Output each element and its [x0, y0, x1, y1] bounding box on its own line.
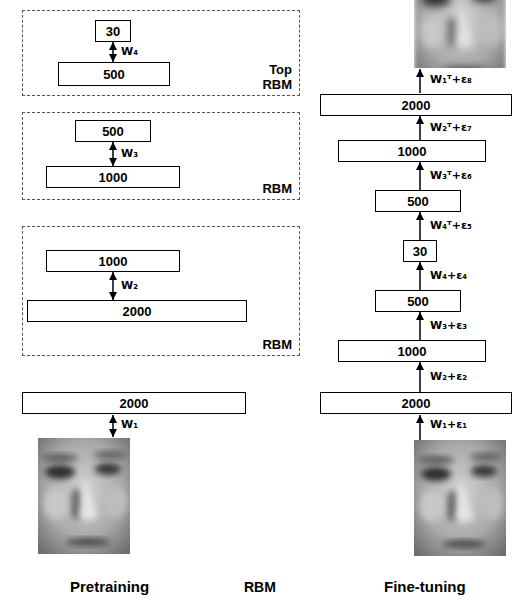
weight-label: W₂+ε₂ [430, 370, 467, 384]
weight-arrow [419, 69, 421, 93]
layer-box: 500 [375, 290, 461, 312]
layer-size: 2000 [402, 396, 431, 411]
layer-size: 500 [102, 124, 124, 139]
layer-size: 1000 [99, 170, 128, 185]
weight-arrow [112, 415, 114, 437]
face-image [414, 440, 506, 556]
layer-box: 500 [58, 62, 170, 86]
layer-size: 30 [413, 244, 427, 259]
weight-label: W₃ᵀ+ε₆ [430, 169, 472, 183]
weight-label: W₁ᵀ+ε₈ [430, 73, 472, 87]
rbm-group: RBM 1000 2000 [22, 226, 300, 356]
weight-arrow [419, 262, 421, 290]
caption-label: RBM [244, 579, 276, 595]
weight-label: W₄+ε₄ [430, 269, 467, 283]
face-image [38, 438, 130, 554]
layer-box: 1000 [46, 166, 180, 188]
weight-arrow [419, 415, 421, 440]
layer-size: 1000 [99, 254, 128, 269]
layer-size: 500 [407, 194, 429, 209]
caption-label: Fine-tuning [384, 578, 466, 595]
weight-arrow [419, 162, 421, 190]
layer-size: 1000 [398, 144, 427, 159]
weight-label: W₁ [121, 418, 138, 432]
rbm-label: RBM [248, 337, 292, 352]
weight-arrow [419, 212, 421, 240]
face-image [414, 0, 506, 68]
layer-size: 2000 [120, 396, 149, 411]
rbm-label: RBM [248, 181, 292, 196]
layer-box: 1000 [338, 140, 486, 162]
layer-box: 1000 [338, 340, 486, 362]
weight-label: W₂ [121, 279, 138, 293]
weight-arrow [419, 362, 421, 392]
layer-box: 30 [403, 240, 437, 262]
weight-arrow [112, 142, 114, 166]
weight-arrow [112, 42, 114, 62]
rbm-group: RBM 500 1000 [22, 112, 300, 200]
layer-size: 2000 [402, 98, 431, 113]
layer-size: 500 [103, 67, 125, 82]
layer-size: 30 [106, 24, 120, 39]
weight-label: W₁+ε₁ [430, 418, 467, 432]
layer-size: 500 [407, 294, 429, 309]
layer-box: 2000 [320, 392, 512, 414]
layer-box: 2000 [320, 94, 512, 116]
weight-label: W₂ᵀ+ε₇ [430, 121, 472, 135]
weight-arrow [419, 116, 421, 140]
weight-label: W₄ [121, 45, 138, 59]
layer-box: 1000 [46, 250, 180, 272]
weight-arrow [112, 272, 114, 300]
layer-box: 2000 [22, 392, 246, 414]
layer-box: 30 [95, 20, 131, 42]
rbm-group: Top RBM 30 500 [22, 10, 300, 96]
rbm-label: Top RBM [248, 62, 292, 92]
layer-box: 500 [375, 190, 461, 212]
layer-size: 2000 [123, 304, 152, 319]
weight-label: W₃+ε₃ [430, 319, 467, 333]
weight-label: W₄ᵀ+ε₅ [430, 219, 472, 233]
weight-label: W₃ [121, 147, 138, 161]
layer-size: 1000 [398, 344, 427, 359]
weight-arrow [419, 312, 421, 340]
layer-box: 500 [75, 120, 151, 142]
layer-box: 2000 [27, 300, 247, 322]
caption-label: Pretraining [70, 578, 149, 595]
reconstructed-face [414, 0, 506, 68]
